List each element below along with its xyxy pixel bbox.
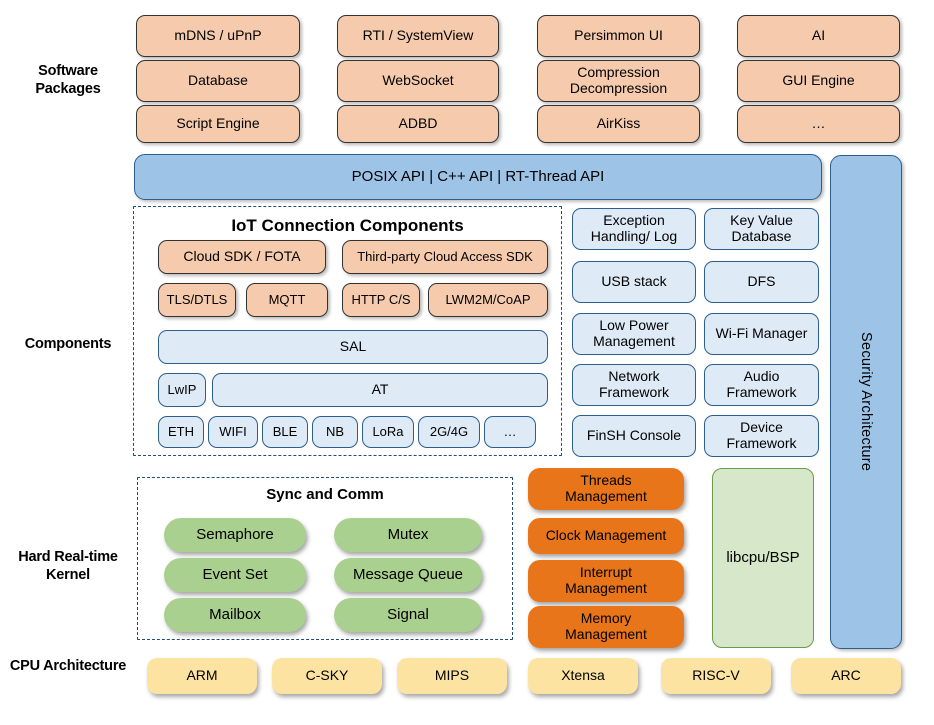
component-box[interactable]: Key Value Database bbox=[704, 208, 819, 250]
package-box[interactable]: Compression Decompression bbox=[537, 60, 700, 102]
package-box[interactable]: ADBD bbox=[337, 105, 499, 143]
package-box[interactable]: Database bbox=[136, 60, 300, 102]
package-box[interactable]: RTI / SystemView bbox=[337, 15, 499, 57]
iot-protocol-box[interactable]: TLS/DTLS bbox=[158, 283, 236, 317]
iot-protocol-box[interactable]: HTTP C/S bbox=[342, 283, 420, 317]
component-box[interactable]: FinSH Console bbox=[572, 415, 696, 457]
kernel-management-box[interactable]: Interrupt Management bbox=[528, 560, 684, 602]
cpu-arch-box[interactable]: ARC bbox=[791, 658, 901, 694]
package-box[interactable]: Persimmon UI bbox=[537, 15, 700, 57]
cpu-arch-box[interactable]: ARM bbox=[147, 658, 257, 694]
iot-cloud-box[interactable]: Cloud SDK / FOTA bbox=[158, 240, 326, 274]
iot-link-box[interactable]: ETH bbox=[158, 416, 204, 448]
package-box[interactable]: GUI Engine bbox=[737, 60, 900, 102]
row-label-cpu-architecture: CPU Architecture bbox=[9, 658, 127, 674]
package-box[interactable]: Script Engine bbox=[136, 105, 300, 143]
package-box[interactable]: WebSocket bbox=[337, 60, 499, 102]
security-architecture-column[interactable]: Security Architecture bbox=[830, 155, 902, 649]
component-box[interactable]: Network Framework bbox=[572, 364, 696, 406]
component-box[interactable]: Exception Handling/ Log bbox=[572, 208, 696, 250]
package-box[interactable]: AI bbox=[737, 15, 900, 57]
iot-link-box[interactable]: WIFI bbox=[208, 416, 258, 448]
iot-at-box[interactable]: AT bbox=[212, 373, 548, 407]
cpu-arch-box[interactable]: C-SKY bbox=[272, 658, 382, 694]
package-box[interactable]: … bbox=[737, 105, 900, 143]
sync-object-box[interactable]: Signal bbox=[334, 598, 482, 632]
libcpu-bsp-box[interactable]: libcpu/BSP bbox=[712, 468, 814, 648]
sync-object-box[interactable]: Event Set bbox=[164, 558, 306, 592]
package-box[interactable]: mDNS / uPnP bbox=[136, 15, 300, 57]
row-label-kernel: Hard Real-time Kernel bbox=[18, 549, 118, 584]
package-box[interactable]: AirKiss bbox=[537, 105, 700, 143]
kernel-management-box[interactable]: Memory Management bbox=[528, 606, 684, 648]
sync-object-box[interactable]: Mutex bbox=[334, 518, 482, 552]
sync-comm-group-title: Sync and Comm bbox=[266, 486, 384, 503]
sync-and-comm-group: Sync and Comm bbox=[137, 477, 513, 640]
iot-link-box[interactable]: BLE bbox=[262, 416, 308, 448]
iot-group-title: IoT Connection Components bbox=[231, 216, 464, 235]
sync-object-box[interactable]: Semaphore bbox=[164, 518, 306, 552]
iot-lwip-box[interactable]: LwIP bbox=[158, 373, 206, 407]
iot-link-box[interactable]: 2G/4G bbox=[418, 416, 480, 448]
iot-link-box[interactable]: NB bbox=[312, 416, 358, 448]
component-box[interactable]: Device Framework bbox=[704, 415, 819, 457]
component-box[interactable]: DFS bbox=[704, 261, 819, 303]
iot-cloud-box[interactable]: Third-party Cloud Access SDK bbox=[342, 240, 548, 274]
iot-protocol-box[interactable]: LWM2M/CoAP bbox=[428, 283, 548, 317]
iot-sal-box[interactable]: SAL bbox=[158, 330, 548, 364]
cpu-arch-box[interactable]: Xtensa bbox=[528, 658, 638, 694]
cpu-arch-box[interactable]: MIPS bbox=[397, 658, 507, 694]
security-architecture-label: Security Architecture bbox=[858, 332, 875, 472]
iot-connection-components-group: IoT Connection Components bbox=[133, 206, 562, 456]
kernel-management-box[interactable]: Clock Management bbox=[528, 518, 684, 554]
api-band[interactable]: POSIX API | C++ API | RT-Thread API bbox=[134, 154, 822, 200]
iot-link-box[interactable]: LoRa bbox=[362, 416, 414, 448]
iot-protocol-box[interactable]: MQTT bbox=[246, 283, 328, 317]
component-box[interactable]: Audio Framework bbox=[704, 364, 819, 406]
row-label-software-packages: Software Packages bbox=[35, 63, 101, 98]
sync-object-box[interactable]: Mailbox bbox=[164, 598, 306, 632]
cpu-arch-box[interactable]: RISC-V bbox=[661, 658, 771, 694]
kernel-management-box[interactable]: Threads Management bbox=[528, 468, 684, 510]
row-label-components: Components bbox=[24, 336, 112, 352]
component-box[interactable]: Wi-Fi Manager bbox=[704, 313, 819, 355]
component-box[interactable]: USB stack bbox=[572, 261, 696, 303]
component-box[interactable]: Low Power Management bbox=[572, 313, 696, 355]
iot-link-box[interactable]: … bbox=[484, 416, 536, 448]
sync-object-box[interactable]: Message Queue bbox=[334, 558, 482, 592]
